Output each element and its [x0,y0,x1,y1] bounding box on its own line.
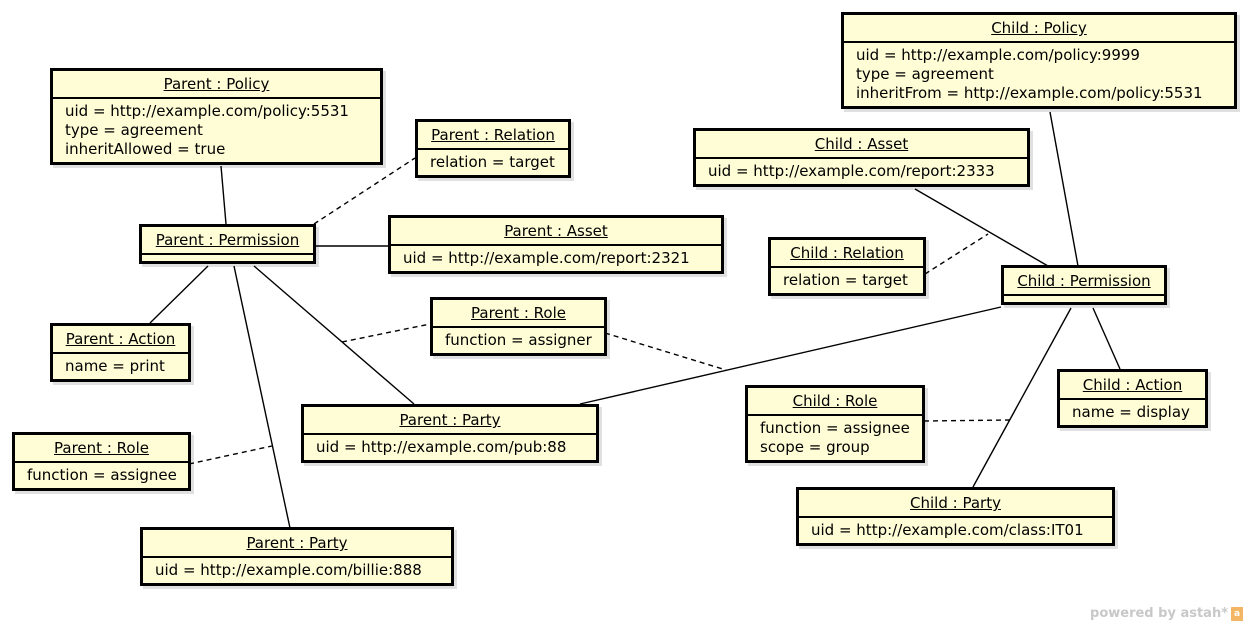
attribute-list: uid = http://example.com/report:2321 [391,246,721,271]
attribute: uid = http://example.com/report:2321 [403,249,690,267]
attribute: relation = target [430,153,555,171]
box-title: Child : Party [799,490,1112,518]
box-title: Parent : Policy [53,71,380,99]
attribute: function = assignee [760,419,910,437]
astah-watermark: powered by astah* a [1090,606,1243,621]
child-policy-box[interactable]: Child : Policy uid = http://example.com/… [841,12,1237,109]
attribute: inheritFrom = http://example.com/policy:… [856,84,1203,102]
attribute-list: uid = http://example.com/policy:5531 typ… [53,99,380,162]
box-title: Child : Action [1060,372,1205,400]
child-party-box[interactable]: Child : Party uid = http://example.com/c… [796,487,1115,546]
box-title: Parent : Asset [391,218,721,246]
parent-policy-box[interactable]: Parent : Policy uid = http://example.com… [50,68,383,165]
attribute-list: function = assignee [15,463,188,488]
box-title: Child : Policy [844,15,1234,43]
link-child-permission-parent-party [579,306,1002,405]
link-child-permission-party [972,307,1072,488]
child-relation-box[interactable]: Child : Relation relation = target [768,237,926,296]
attribute: type = agreement [65,121,203,139]
attribute: name = display [1072,403,1190,421]
box-title: Parent : Role [15,435,188,463]
parent-role-box[interactable]: Parent : Role function = assigner [430,297,607,356]
attribute: function = assigner [445,331,592,349]
child-role-box[interactable]: Child : Role function = assignee scope =… [745,385,925,463]
attribute: uid = http://example.com/billie:888 [155,561,422,579]
attribute-list: uid = http://example.com/billie:888 [143,558,451,583]
link-child-relation-permission [924,233,989,275]
box-title: Child : Relation [771,240,923,268]
box-title: Parent : Action [53,326,188,354]
attribute: uid = http://example.com/class:IT01 [811,521,1084,539]
attribute: uid = http://example.com/policy:5531 [65,102,349,120]
link-child-policy-permission [1049,111,1079,267]
box-title: Parent : Role [433,300,604,328]
link-parent-policy-permission [220,165,227,225]
attribute: scope = group [760,438,870,456]
link-child-asset-permission [914,188,1049,267]
attribute-list: name = print [53,354,188,379]
watermark-text: powered by astah* [1090,606,1228,621]
box-title: Parent : Permission [142,227,313,255]
attribute: relation = target [783,271,908,289]
attribute-list: uid = http://example.com/policy:9999 typ… [844,43,1234,106]
box-title: Parent : Party [143,530,451,558]
attribute-list: uid = http://example.com/pub:88 [304,435,596,460]
attribute: inheritAllowed = true [65,140,226,158]
attribute-list: function = assignee scope = group [748,416,922,460]
parent-party-box[interactable]: Parent : Party uid = http://example.com/… [301,404,599,463]
box-title: Parent : Relation [418,122,568,150]
parent-action-box[interactable]: Parent : Action name = print [50,323,191,382]
parent-relation-box[interactable]: Parent : Relation relation = target [415,119,571,178]
attribute-list [142,255,313,261]
box-title: Child : Role [748,388,922,416]
astah-logo-icon: a [1231,606,1243,621]
link-parent-permission-action [149,265,209,324]
link-parent-permission-party-2 [233,265,291,529]
box-title: Child : Permission [1004,268,1164,296]
link-parent-role-1-child-link [604,332,727,371]
link-parent-role-1-association [341,323,431,343]
parent-party-box[interactable]: Parent : Party uid = http://example.com/… [140,527,454,586]
link-parent-role-2-association [188,445,273,465]
box-title: Parent : Party [304,407,596,435]
attribute-list: function = assigner [433,328,604,353]
link-parent-permission-party-1 [253,265,415,405]
attribute-list: relation = target [771,268,923,293]
attribute: uid = http://example.com/policy:9999 [856,46,1140,64]
attribute: uid = http://example.com/report:2333 [708,162,995,180]
attribute-list: uid = http://example.com/class:IT01 [799,518,1112,543]
attribute-list: name = display [1060,400,1205,425]
link-parent-permission-relation [313,157,416,225]
attribute-list [1004,296,1164,302]
link-child-role-association [923,419,1011,422]
child-action-box[interactable]: Child : Action name = display [1057,369,1208,428]
attribute-list: relation = target [418,150,568,175]
child-asset-box[interactable]: Child : Asset uid = http://example.com/r… [693,128,1030,187]
attribute: uid = http://example.com/pub:88 [316,438,567,456]
attribute-list: uid = http://example.com/report:2333 [696,159,1027,184]
box-title: Child : Asset [696,131,1027,159]
link-child-permission-action [1092,307,1121,370]
parent-role-box[interactable]: Parent : Role function = assignee [12,432,191,491]
attribute: function = assignee [27,466,177,484]
parent-asset-box[interactable]: Parent : Asset uid = http://example.com/… [388,215,724,274]
attribute: type = agreement [856,65,994,83]
attribute: name = print [65,357,165,375]
parent-permission-box[interactable]: Parent : Permission [139,224,316,264]
child-permission-box[interactable]: Child : Permission [1001,265,1167,305]
